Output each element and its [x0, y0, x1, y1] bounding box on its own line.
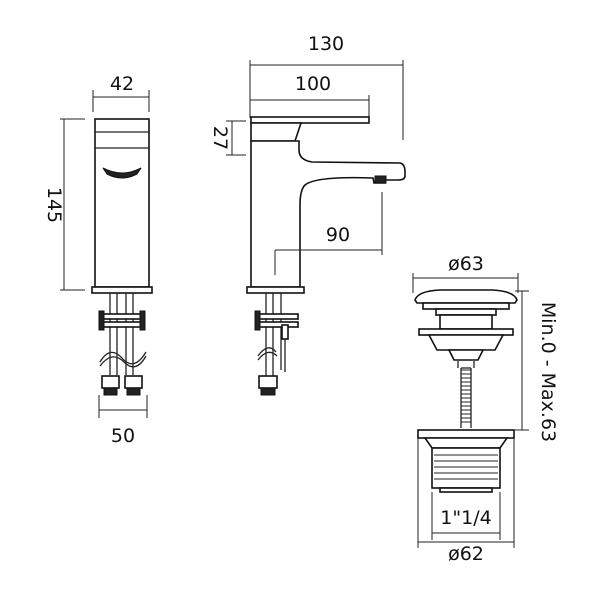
- dim-overall-length: 130: [308, 33, 344, 55]
- dim-thread-size: 1"1/4: [440, 507, 491, 529]
- dim-waste-bottom-diameter: ø62: [448, 543, 484, 565]
- dim-base-width: 50: [111, 425, 135, 447]
- dim-lever-length: 100: [295, 73, 331, 95]
- dim-waste-top-diameter: ø63: [448, 253, 484, 275]
- dim-waste-range: Min.0 - Max.63: [537, 302, 559, 442]
- side-view: 130 100 27 90: [209, 33, 406, 396]
- waste-view: ø63 Min.0 - Max.63 1"1/4: [412, 253, 559, 565]
- dim-front-width: 42: [110, 73, 134, 95]
- dim-front-height: 145: [43, 187, 65, 223]
- front-view: 42 145 50: [43, 73, 153, 447]
- dim-spout-projection: 90: [326, 224, 350, 246]
- dim-lever-height: 27: [209, 126, 231, 150]
